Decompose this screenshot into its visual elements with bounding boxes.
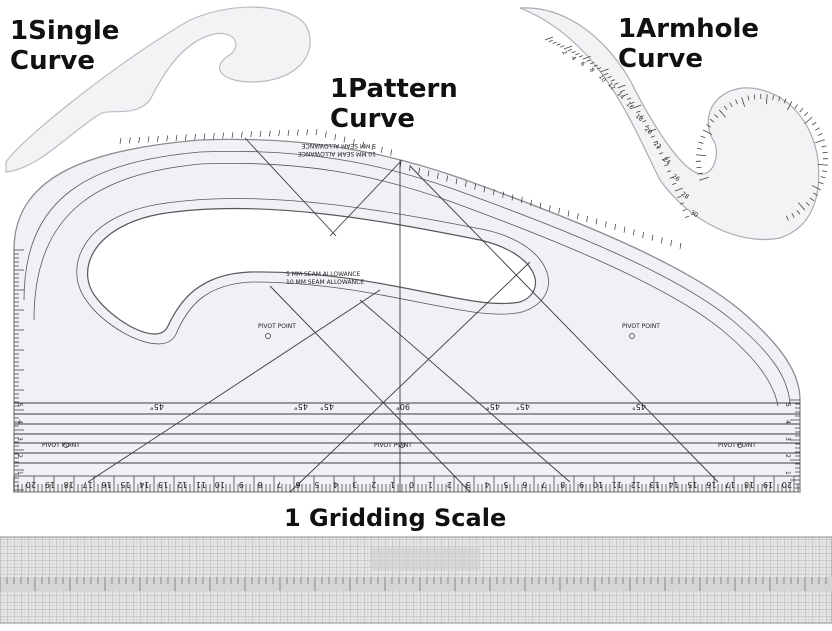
ruler-number: 4 bbox=[485, 480, 490, 489]
side-number-left: 2 bbox=[16, 454, 23, 458]
side-number-left: 5 bbox=[16, 403, 23, 407]
ruler-number: 9 bbox=[579, 480, 584, 489]
ruler-number: 1 bbox=[390, 480, 395, 489]
side-number-right: 4 bbox=[784, 420, 791, 424]
side-number-left: 1 bbox=[16, 471, 23, 475]
armhole-number: 4 bbox=[569, 55, 577, 62]
armhole-number: 10 bbox=[597, 73, 607, 83]
armhole-number: 22 bbox=[652, 140, 662, 150]
gridding-scale-label: 1 Gridding Scale bbox=[284, 504, 507, 532]
ruler-number: 15 bbox=[687, 480, 697, 489]
single-curve-ruler bbox=[5, 6, 311, 173]
ruler-number: 15 bbox=[120, 480, 130, 489]
side-number-right: 2 bbox=[784, 454, 791, 458]
angle-label: 45° bbox=[294, 402, 308, 411]
ruler-number: 8 bbox=[560, 480, 565, 489]
ruler-number: 11 bbox=[196, 480, 206, 489]
ruler-number: 6 bbox=[296, 480, 301, 489]
armhole-number: 26 bbox=[671, 173, 681, 183]
angle-label: 45° bbox=[516, 402, 530, 411]
ruler-number: 1 bbox=[428, 480, 433, 489]
ruler-number: 0 bbox=[409, 480, 414, 489]
ruler-number: 11 bbox=[612, 480, 622, 489]
ruler-number: 19 bbox=[45, 480, 55, 489]
svg-text:PIVOT POINT: PIVOT POINT bbox=[718, 442, 756, 449]
ruler-number: 19 bbox=[763, 480, 773, 489]
seam-outer-2: 10 MM SEAM ALLOWANCE bbox=[298, 150, 376, 157]
armhole-number: 20 bbox=[643, 126, 653, 136]
armhole-number: 8 bbox=[588, 67, 596, 74]
ruler-number: 3 bbox=[466, 480, 471, 489]
ruler-number: 17 bbox=[725, 480, 735, 489]
side-number-left: 3 bbox=[16, 437, 23, 441]
svg-text:PIVOT POINT: PIVOT POINT bbox=[622, 323, 660, 330]
ruler-number: 2 bbox=[371, 480, 376, 489]
armhole-number: 6 bbox=[579, 60, 587, 67]
side-number-right: 1 bbox=[784, 471, 791, 475]
seam-outer-1: 5 MM SEAM ALLOWANCE bbox=[302, 142, 376, 149]
armhole-number: 14 bbox=[615, 90, 625, 100]
pivot-point-right: PIVOT POINT bbox=[622, 323, 660, 339]
armhole-number: 30 bbox=[689, 209, 699, 219]
ruler-number: 16 bbox=[706, 480, 716, 489]
ruler-number: 14 bbox=[139, 480, 149, 489]
ruler-number: 18 bbox=[744, 480, 754, 489]
ruler-number: 12 bbox=[177, 480, 187, 489]
pattern-curve-ruler: 5 MM SEAM ALLOWANCE 10 MM SEAM ALLOWANCE… bbox=[13, 129, 801, 493]
single-curve-label: 1Single Curve bbox=[10, 16, 120, 76]
armhole-number: 12 bbox=[606, 81, 616, 91]
side-number-right: 3 bbox=[784, 437, 791, 441]
ruler-number: 6 bbox=[522, 480, 527, 489]
pivot-point-left: PIVOT POINT bbox=[258, 323, 296, 339]
armhole-number: 24 bbox=[661, 156, 671, 166]
ruler-number: 2 bbox=[447, 480, 452, 489]
angle-label: 45° bbox=[632, 402, 646, 411]
ruler-number: 10 bbox=[593, 480, 603, 489]
ruler-number: 14 bbox=[668, 480, 678, 489]
seam-inner-2: 10 MM SEAM ALLOWANCE bbox=[286, 279, 364, 286]
ruler-number: 12 bbox=[631, 480, 641, 489]
ruler-number: 5 bbox=[503, 480, 508, 489]
ruler-number: 4 bbox=[333, 480, 338, 489]
pivot-point-bottom-left: PIVOT POINT bbox=[42, 442, 80, 449]
ruler-number: 9 bbox=[239, 480, 244, 489]
armhole-number: 28 bbox=[680, 191, 690, 201]
angle-label: 45° bbox=[320, 402, 334, 411]
ruler-number: 20 bbox=[26, 480, 36, 489]
side-number-right: 5 bbox=[784, 403, 791, 407]
armhole-curve-label: 1Armhole Curve bbox=[618, 14, 760, 74]
svg-text:PIVOT POINT: PIVOT POINT bbox=[374, 442, 412, 449]
armhole-number: 2 bbox=[560, 50, 568, 57]
ruler-number: 10 bbox=[215, 480, 225, 489]
gridding-scale-ruler bbox=[0, 536, 832, 624]
armhole-number: 18 bbox=[634, 113, 644, 123]
ruler-number: 17 bbox=[83, 480, 93, 489]
ruler-number: 20 bbox=[782, 480, 792, 489]
ruler-number: 3 bbox=[352, 480, 357, 489]
ruler-number: 13 bbox=[158, 480, 168, 489]
ruler-number: 18 bbox=[64, 480, 74, 489]
ruler-number: 7 bbox=[541, 480, 546, 489]
svg-text:PIVOT POINT: PIVOT POINT bbox=[258, 323, 296, 330]
svg-text:PIVOT POINT: PIVOT POINT bbox=[42, 442, 80, 449]
angle-label: 45° bbox=[150, 402, 164, 411]
ruler-number: 16 bbox=[101, 480, 111, 489]
ruler-number: 13 bbox=[650, 480, 660, 489]
pattern-curve-label: 1Pattern Curve bbox=[330, 74, 458, 134]
armhole-number: 16 bbox=[625, 101, 635, 111]
angle-label: 90° bbox=[396, 402, 410, 411]
pivot-point-bottom-right: PIVOT POINT bbox=[718, 442, 756, 449]
ruler-number: 7 bbox=[277, 480, 282, 489]
angle-label: 45° bbox=[486, 402, 500, 411]
ruler-number: 8 bbox=[258, 480, 263, 489]
ruler-number: 5 bbox=[314, 480, 319, 489]
side-number-left: 4 bbox=[16, 420, 23, 424]
pivot-point-bottom-center: PIVOT POINT bbox=[374, 442, 412, 449]
seam-inner-1: 5 MM SEAM ALLOWANCE bbox=[286, 271, 360, 278]
